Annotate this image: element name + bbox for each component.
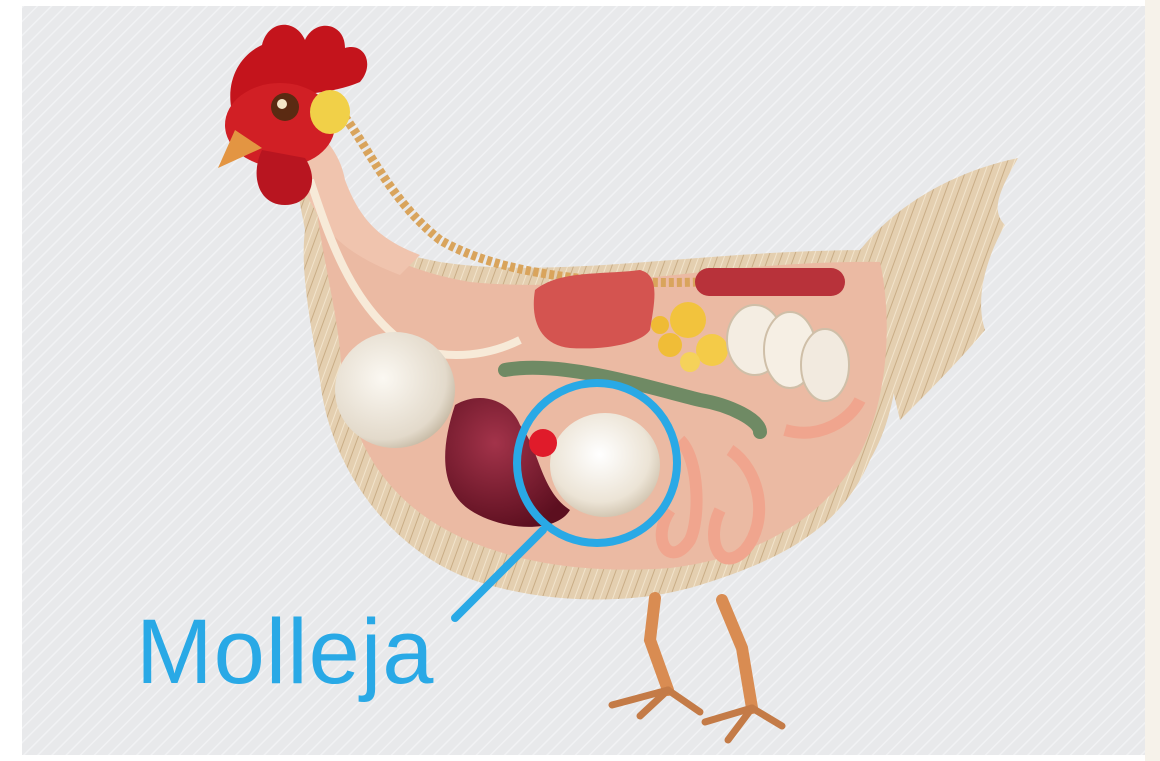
right-edge-strip — [1145, 0, 1160, 761]
lungs — [534, 270, 655, 348]
gizzard — [550, 413, 660, 517]
proventriculus — [529, 429, 557, 457]
crop — [335, 332, 455, 448]
ear-lobe — [310, 90, 350, 134]
wattle — [257, 150, 312, 205]
kidney — [695, 268, 845, 296]
eye-highlight — [277, 99, 287, 109]
gizzard-label: Molleja — [136, 606, 434, 698]
